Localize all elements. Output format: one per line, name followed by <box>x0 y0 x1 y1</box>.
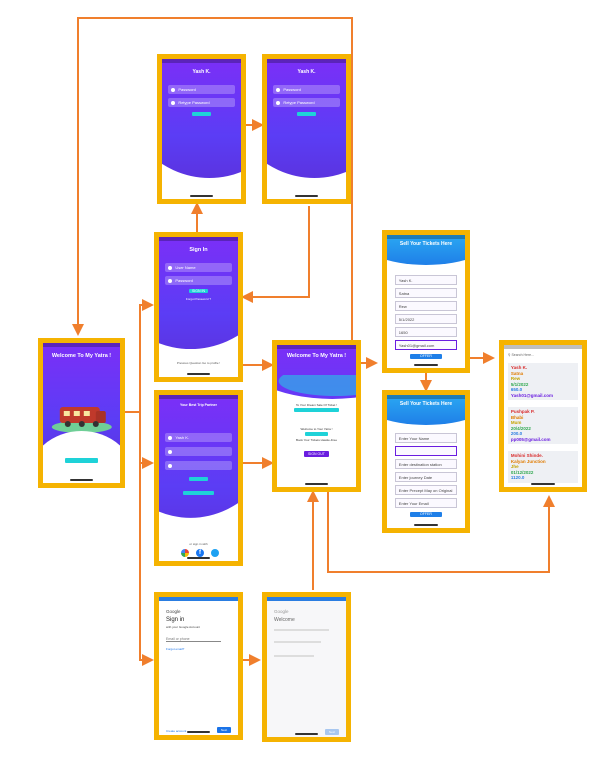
phone-home: Welcome To My Yatra ! To Your Dream Sale… <box>272 340 361 492</box>
google-icon[interactable] <box>181 549 189 557</box>
signup-alt-button[interactable] <box>182 491 215 495</box>
reset2-title: Yash K. <box>297 69 316 75</box>
create-account-link[interactable]: Create account <box>166 729 187 733</box>
arrow-welcome-to-signin <box>125 299 154 413</box>
password-field[interactable]: Password <box>165 276 232 285</box>
phone-sell-1: Sell Your Tickets Here Yash K. Satna Rew… <box>382 230 470 373</box>
arrow-welcome-to-google <box>139 463 154 666</box>
sell1-field-email[interactable]: Yash01@gmail.com <box>394 340 458 350</box>
sell1-field-date[interactable]: 5/1/2022 <box>394 314 458 324</box>
screen-sell-2: Sell Your Tickets Here Enter Your Name E… <box>387 395 465 528</box>
phone-google-signin: Google Sign in with your Google Account … <box>154 592 243 740</box>
google-heading: Sign in <box>166 617 185 623</box>
sell2-field-name[interactable]: Enter Your Name <box>394 433 458 443</box>
ticket-card[interactable]: Pushpak P. Bhabi Mum 20/4/2022 200.0 pp0… <box>507 407 579 444</box>
sell1-field-destination[interactable]: Rew <box>394 301 458 311</box>
sell2-title: Sell Your Tickets Here <box>399 401 453 407</box>
arrow-welcome-to-signup <box>139 412 154 469</box>
screen-reset-2: Yash K. Password Retype Password <box>267 59 346 199</box>
phone-reset-2: Yash K. Password Retype Password <box>262 54 351 204</box>
phone-signin: Sign In User Name Password SIGN IN Forgo… <box>154 232 243 382</box>
google-subheading: with your Google Account <box>166 625 201 629</box>
google-next-button[interactable]: Next <box>217 727 231 733</box>
signup-button[interactable] <box>189 477 208 481</box>
phone-welcome: Welcome To My Yatra ! <box>38 338 125 488</box>
arrow-home-to-welcome <box>72 17 353 342</box>
sell1-title: Sell Your Tickets Here <box>399 241 453 247</box>
google-forgot-link[interactable]: Forgot email? <box>166 647 185 651</box>
google2-brand: Google <box>274 609 289 614</box>
phone-list: ⚲ Search Here... Yash K. Satna Rew 5/1/2… <box>499 340 587 492</box>
sell1-field-name[interactable]: Yash K. <box>394 275 458 285</box>
home-line-1: To Your Dream Sale Of Ticket ! <box>295 403 338 407</box>
username-field[interactable]: User Name <box>165 263 232 272</box>
sell-ticket-button[interactable] <box>294 408 339 412</box>
get-started-button[interactable] <box>64 458 99 463</box>
forgot-password-link[interactable]: Forgot Password ? <box>185 297 212 301</box>
welcome-title: Welcome To My Yatra ! <box>51 353 112 359</box>
screen-signin: Sign In User Name Password SIGN IN Forgo… <box>159 237 238 377</box>
password-field[interactable]: Password <box>273 85 340 94</box>
signout-button[interactable]: SIGN OUT <box>303 451 330 457</box>
screen-welcome: Welcome To My Yatra ! <box>43 343 120 483</box>
phone-sell-2: Sell Your Tickets Here Enter Your Name E… <box>382 390 470 533</box>
ticket-card[interactable]: Mohini Shinde. Kalyan Junction Jhe 01/12… <box>507 451 579 483</box>
google-brand: Google <box>166 609 181 614</box>
home-title: Welcome To My Yatra ! <box>286 353 347 359</box>
screen-sell-1: Sell Your Tickets Here Yash K. Satna Rew… <box>387 235 465 368</box>
signin-button[interactable]: SIGN IN <box>189 289 208 293</box>
signup-password-field[interactable] <box>165 461 232 470</box>
train-illustration <box>51 393 113 433</box>
twitter-icon[interactable] <box>211 549 219 557</box>
retype-password-field[interactable]: Retype Password <box>273 98 340 107</box>
retype-password-field[interactable]: Retype Password <box>168 98 235 107</box>
buy-ticket-button[interactable] <box>305 432 328 436</box>
screen-google-welcome: Google Welcome Next <box>267 597 346 737</box>
screen-google-signin: Google Sign in with your Google Account … <box>159 597 238 735</box>
ticket-card[interactable]: Yash K. Satna Rew 5/1/2022 650.0 Yash01@… <box>507 363 579 400</box>
home-line-3: Welcome to Your Yatra ! <box>300 427 333 431</box>
social-label: or sign in with <box>189 542 208 546</box>
screen-home: Welcome To My Yatra ! To Your Dream Sale… <box>277 345 356 487</box>
google2-heading: Welcome <box>274 617 295 623</box>
reset1-submit-button[interactable] <box>192 112 211 116</box>
screen-reset-1: Yash K. Password Retype Password <box>162 59 241 199</box>
search-bar[interactable]: ⚲ Search Here... <box>507 353 535 357</box>
screen-list: ⚲ Search Here... Yash K. Satna Rew 5/1/2… <box>504 345 582 487</box>
name-field[interactable]: Yash K. <box>165 433 232 442</box>
signin-footer-link[interactable]: Previous Question Go to profile ! <box>176 361 221 365</box>
arrow-home-to-list <box>327 492 555 573</box>
signup-title: Your Best Trip Partner <box>180 403 217 407</box>
sell2-field-email[interactable]: Enter Your Email <box>394 498 458 508</box>
phone-google-welcome: Google Welcome Next <box>262 592 351 742</box>
password-field[interactable]: Password <box>168 85 235 94</box>
home-line-4: Book Your Tickets Hassle-Free <box>295 438 338 442</box>
sell2-field-source[interactable] <box>394 446 458 456</box>
screen-signup: Your Best Trip Partner Yash K. or sign i… <box>159 395 238 561</box>
reset1-title: Yash K. <box>192 69 211 75</box>
phone-reset-1: Yash K. Password Retype Password <box>157 54 246 204</box>
sell2-field-price[interactable]: Enter Precept May on Original <box>394 485 458 495</box>
signin-title: Sign In <box>189 247 208 253</box>
google2-next-button[interactable]: Next <box>325 729 339 735</box>
sell2-field-destination[interactable]: Enter destination station <box>394 459 458 469</box>
arrow-reset2-to-signin <box>241 206 310 303</box>
sell1-offer-button[interactable]: OFFER <box>410 354 442 359</box>
google-email-field[interactable]: Email or phone <box>166 637 222 642</box>
sell2-offer-button[interactable]: OFFER <box>410 512 442 517</box>
sell1-field-price[interactable]: 1650 <box>394 327 458 337</box>
phone-signup: Your Best Trip Partner Yash K. or sign i… <box>154 390 243 566</box>
email-field[interactable] <box>165 447 232 456</box>
sell2-field-date[interactable]: Enter journey Date <box>394 472 458 482</box>
reset2-submit-button[interactable] <box>297 112 316 116</box>
sell1-field-source[interactable]: Satna <box>394 288 458 298</box>
facebook-icon[interactable]: f <box>196 549 204 557</box>
